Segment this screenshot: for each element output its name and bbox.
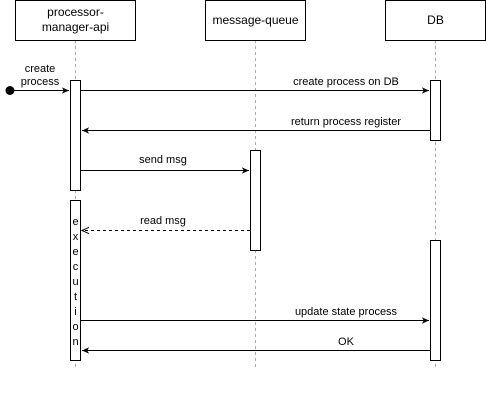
message-update-state-label: update state process — [295, 306, 398, 318]
participant-api-label-line1: processor- — [47, 5, 104, 19]
message-create-on-db: create process on DB — [81, 76, 429, 94]
participant-mq: message-queue — [205, 0, 306, 41]
execution-letter-x: x — [73, 231, 79, 243]
message-read-msg: read msg — [82, 215, 250, 231]
execution-label: e x e c u t i o n — [72, 216, 78, 348]
activation-mq — [250, 150, 261, 251]
execution-letter-e1: e — [72, 216, 78, 228]
activation-api-1 — [70, 80, 81, 191]
execution-letter-u: u — [72, 276, 78, 288]
participant-api-label-line2: manager-api — [42, 20, 109, 34]
execution-letter-i: i — [74, 306, 76, 318]
execution-letter-e2: e — [72, 246, 78, 258]
participant-db-label: DB — [427, 13, 444, 27]
message-send-msg: send msg — [81, 154, 249, 174]
activation-api-execution — [70, 200, 81, 361]
activation-db-1 — [430, 80, 441, 141]
message-update-state: update state process — [81, 306, 429, 324]
execution-letter-t: t — [74, 291, 77, 303]
message-create-on-db-label: create process on DB — [293, 76, 399, 88]
message-create-process-line2: process — [21, 76, 60, 88]
message-create-process: create process — [5, 63, 69, 95]
execution-letter-c: c — [73, 261, 79, 273]
message-return-register-label: return process register — [291, 116, 401, 128]
message-ok-label: OK — [338, 336, 355, 348]
message-send-msg-label: send msg — [139, 154, 187, 166]
activation-db-2 — [430, 240, 441, 361]
message-read-msg-label: read msg — [140, 215, 186, 227]
participant-mq-label: message-queue — [212, 13, 298, 27]
message-ok: OK — [82, 336, 430, 354]
participant-api: processor- manager-api — [15, 0, 136, 41]
participant-db: DB — [385, 0, 486, 41]
message-create-process-line1: create — [25, 63, 56, 75]
execution-letter-o: o — [72, 321, 78, 333]
message-return-register: return process register — [82, 116, 430, 134]
execution-letter-n: n — [72, 336, 78, 348]
